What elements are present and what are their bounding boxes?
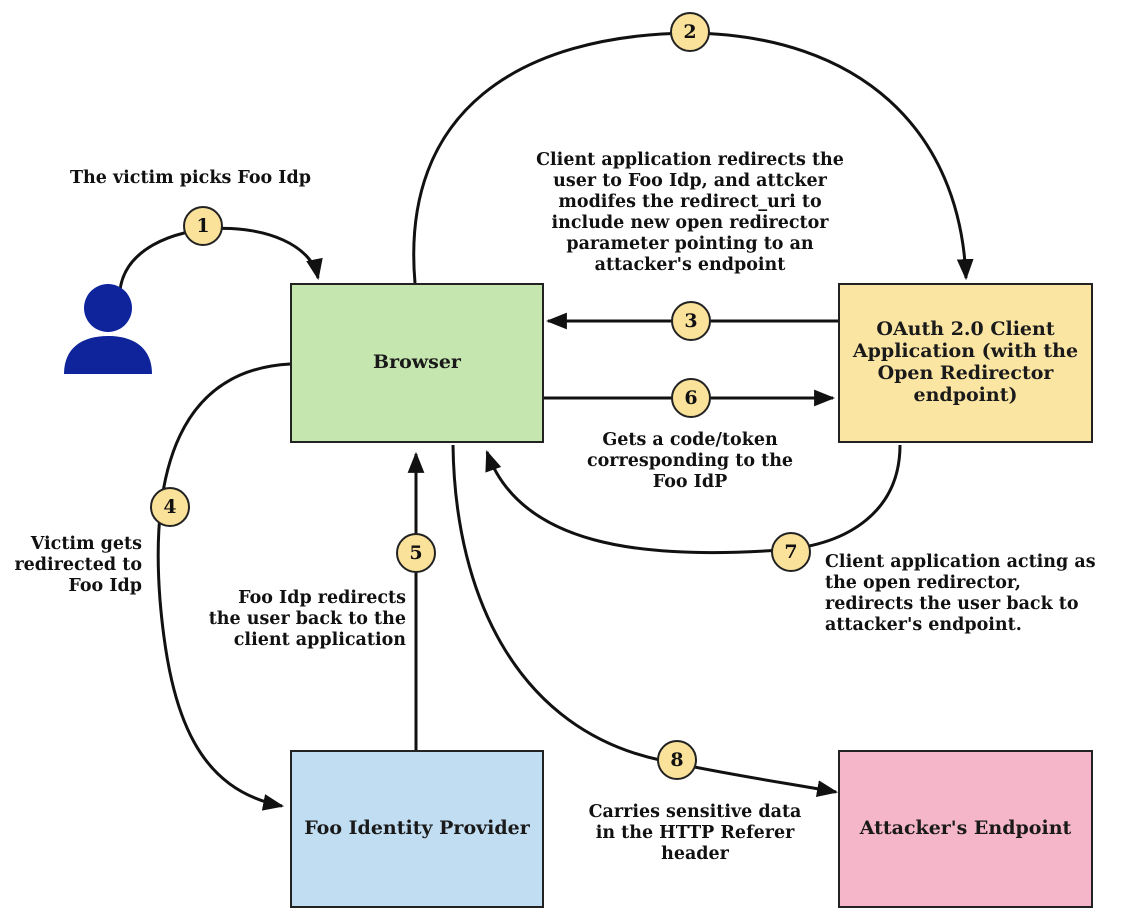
step-badge-1: 1 (183, 206, 223, 246)
arrow-step-7 (485, 444, 902, 555)
step-badge-2: 2 (670, 12, 710, 52)
step-7-label: Client application acting as the open re… (825, 552, 1096, 635)
step-5-label: Foo Idp redirects the user back to the c… (208, 588, 406, 650)
step-badge-3: 3 (671, 301, 711, 341)
arrow-step-8 (451, 444, 839, 797)
step-badge-8: 8 (657, 740, 697, 780)
browser-node: Browser (290, 283, 544, 443)
arrow-step-4 (156, 362, 291, 811)
step-badge-6: 6 (671, 378, 711, 418)
step-6-label: Gets a code/token corresponding to the F… (586, 430, 794, 492)
foo-identity-provider-node: Foo Identity Provider (290, 750, 544, 908)
step-2-label: Client application redirects the user to… (536, 150, 844, 275)
step-8-label: Carries sensitive data in the HTTP Refer… (588, 802, 802, 864)
attackers-endpoint-node: Attacker's Endpoint (838, 750, 1093, 908)
user-icon (64, 284, 152, 374)
client-application-node: OAuth 2.0 Client Application (with the O… (838, 283, 1093, 443)
step-1-label: The victim picks Foo Idp (70, 168, 311, 188)
step-badge-5: 5 (396, 533, 436, 573)
step-badge-4: 4 (150, 487, 190, 527)
step-badge-7: 7 (771, 532, 811, 572)
step-4-label: Victim gets redirected to Foo Idp (14, 534, 142, 596)
